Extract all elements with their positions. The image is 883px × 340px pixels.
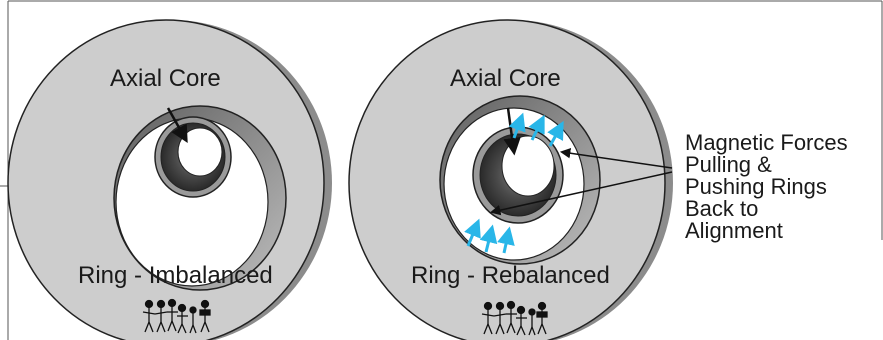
people-group-icon [481,300,548,336]
callout-line-2: Pulling & [685,152,772,177]
callout-line-3: Pushing Rings [685,174,827,199]
right-disc-panel: Axial Core Ring - Rebalanced [348,19,673,340]
left-ring-label: Ring - Imbalanced [78,262,273,289]
callout-leaders [489,148,673,216]
magnetic-force-arrow-icon [464,112,564,254]
callout-line-4: Back to [685,196,758,221]
people-group-icon [142,298,211,334]
pointer-arrow-icon [166,107,188,144]
left-core-bore [177,127,223,177]
callout-text: Magnetic Forces Pulling & Pushing Rings … [685,130,848,243]
callout-line-5: Alignment [685,218,783,243]
callout-line-1: Magnetic Forces [685,130,848,155]
right-core-bore [501,135,555,197]
right-ring-label: Ring - Rebalanced [411,262,610,289]
left-core-label: Axial Core [110,65,221,92]
left-disc-panel: Axial Core Ring - Imbalanced [7,19,332,340]
right-core-label: Axial Core [450,65,561,92]
